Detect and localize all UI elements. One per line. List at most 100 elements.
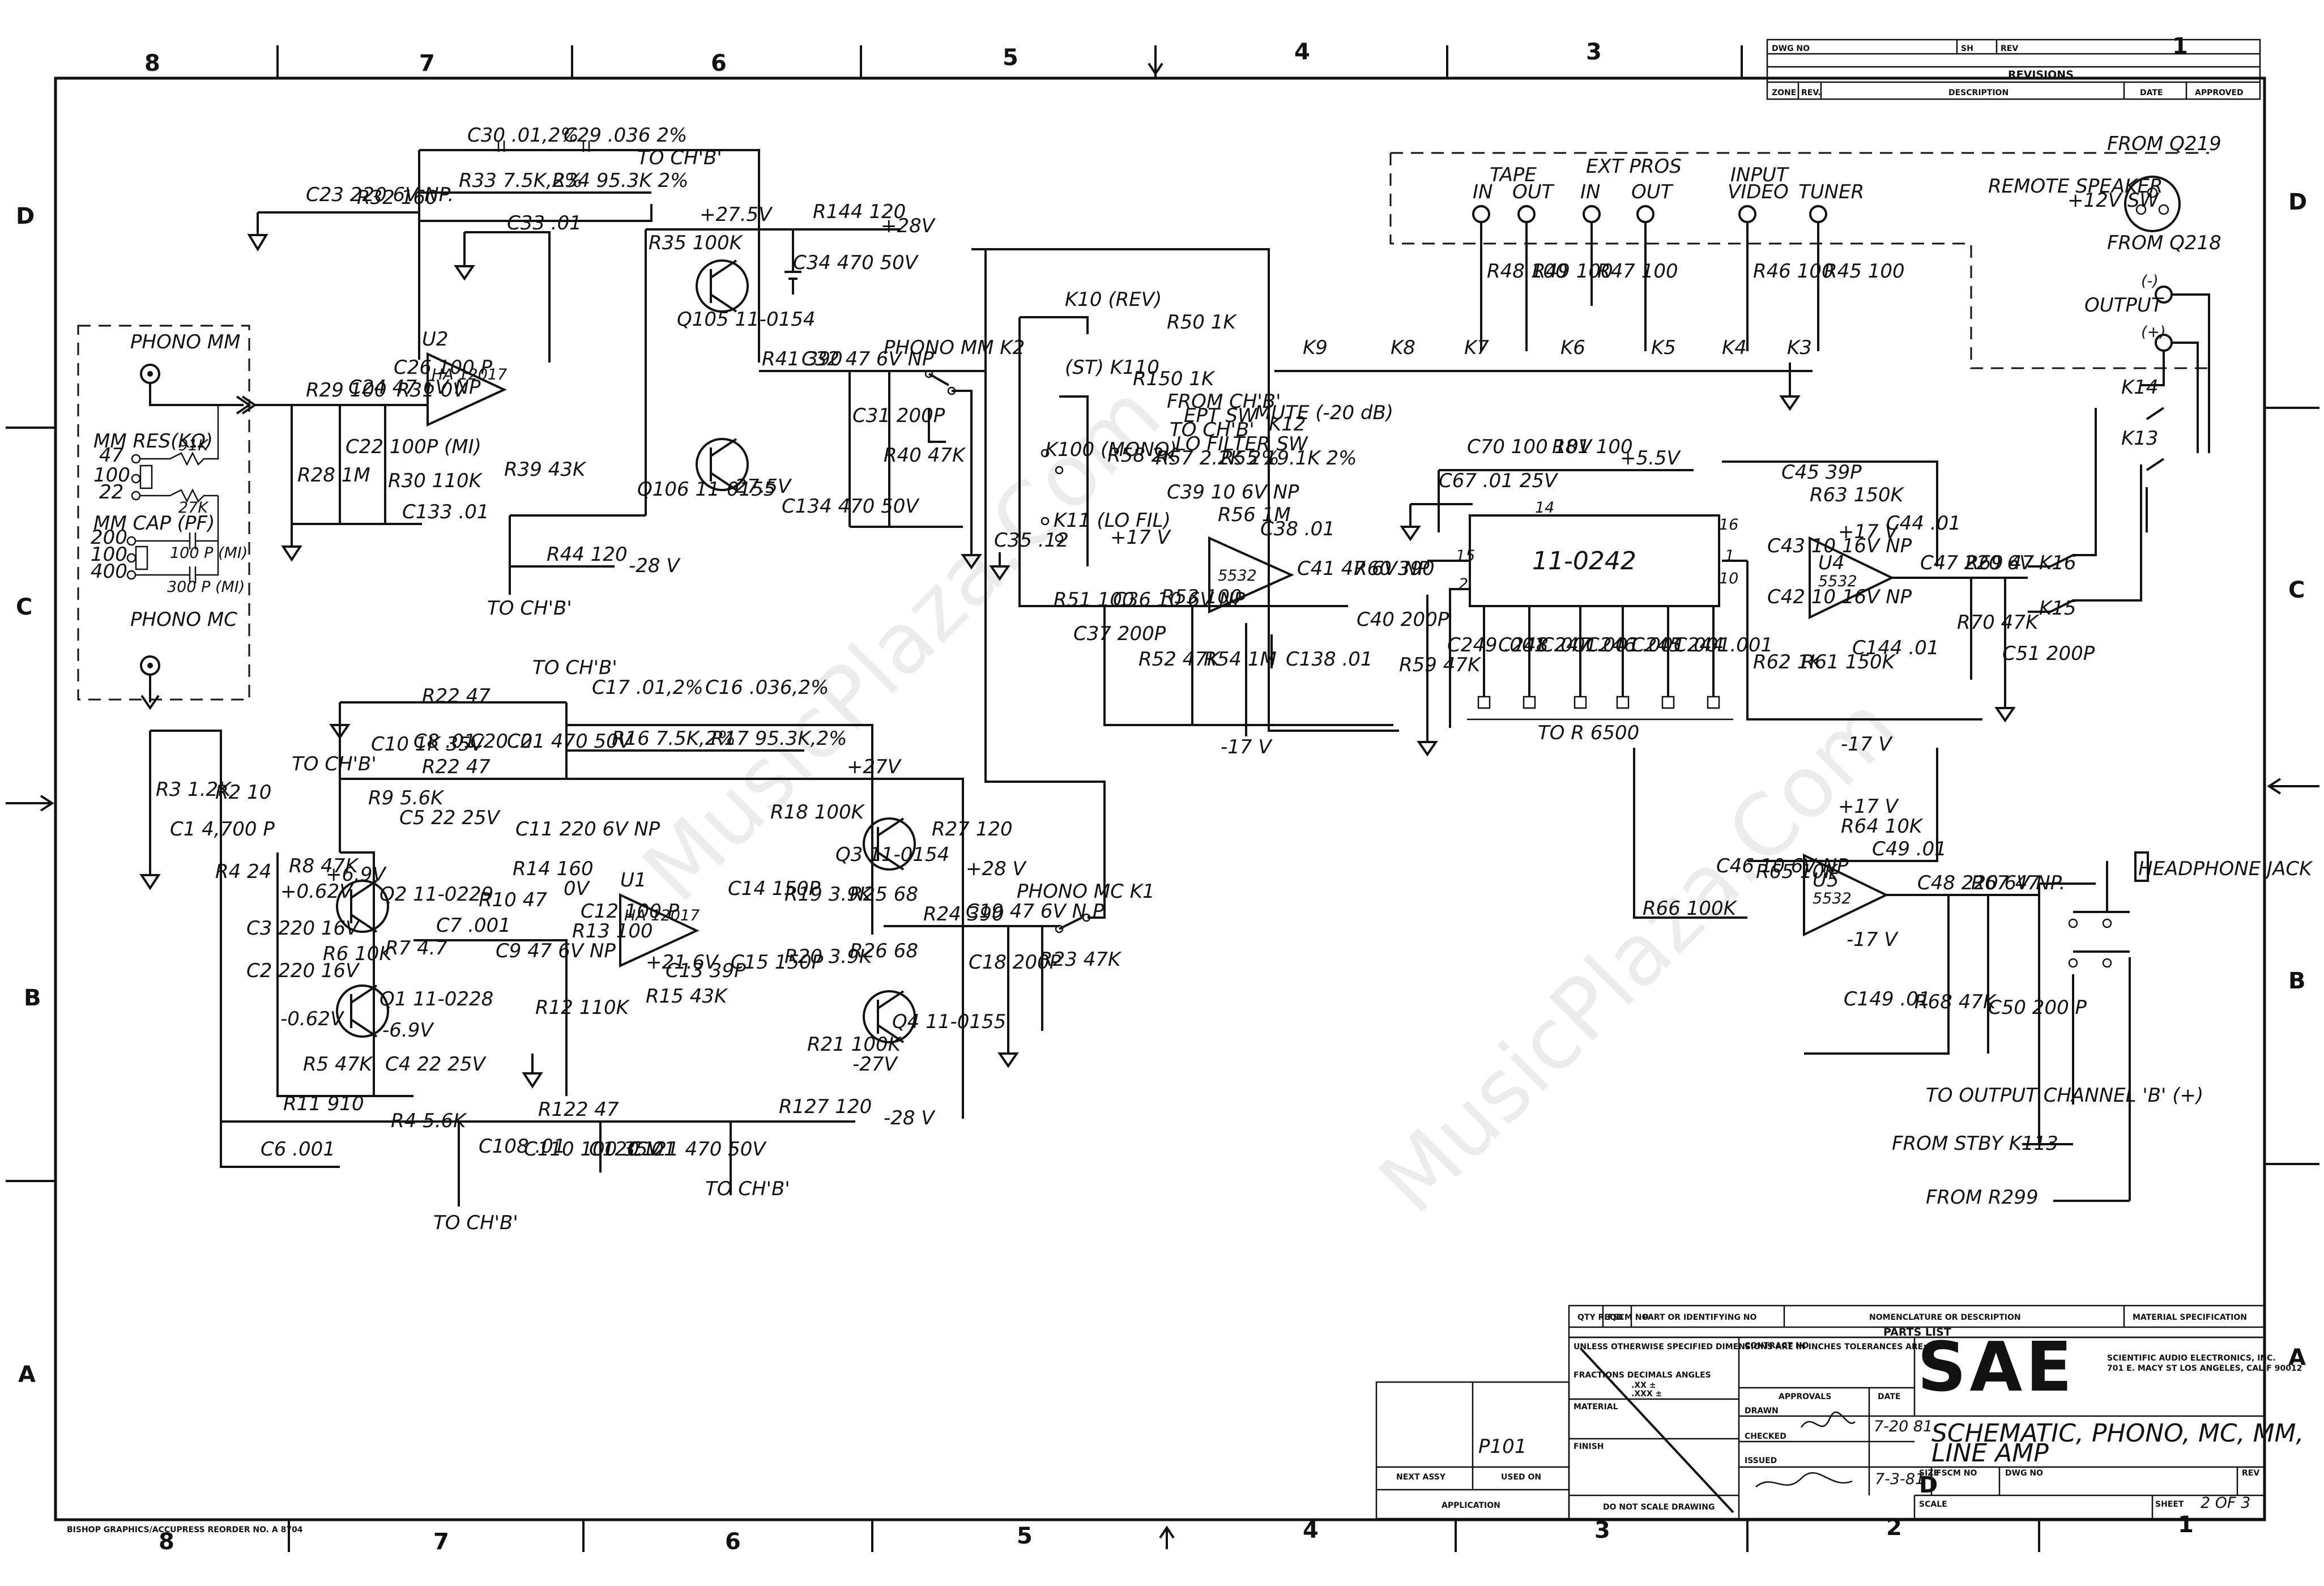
c144: C144 .01: [1852, 637, 1939, 659]
r61: R61 150K: [1801, 651, 1896, 673]
to-ch-b-mc4: TO CH'B': [433, 1212, 518, 1234]
c44: C44 .01: [1886, 512, 1961, 535]
c149: C149 .01: [1844, 988, 1931, 1011]
tb-used-on: USED ON: [1501, 1473, 1541, 1482]
tb-parts-list: PARTS LIST: [1883, 1326, 1951, 1338]
r14: R14 160: [513, 858, 594, 880]
r67: R67 47: [1971, 872, 2040, 894]
r144: R144 120: [813, 201, 906, 223]
c16: C16 .036,2%: [705, 676, 829, 699]
r53: R53 100: [1161, 586, 1242, 608]
u1: U1: [620, 869, 647, 892]
plus-17v-u4: +17 V: [1838, 521, 1900, 543]
tb-sheet-label: SHEET: [2155, 1500, 2184, 1509]
input-tuner: TUNER: [1798, 181, 1864, 203]
q105: Q105 11-0154: [677, 308, 816, 331]
c40: C40 200P: [1357, 608, 1449, 631]
c15: C15 150P: [731, 951, 824, 974]
tb-approvals: APPROVALS: [1779, 1392, 1831, 1401]
mm-cap-100: 100: [91, 543, 127, 566]
tape-out: OUT: [1512, 181, 1555, 203]
rev-col-desc: DESCRIPTION: [1948, 88, 2009, 97]
tb-p101: P101: [1478, 1435, 1526, 1458]
r10: R10 47: [479, 889, 547, 911]
u4-part: 5532: [1818, 573, 1857, 590]
tb-issued: ISSUED: [1745, 1456, 1777, 1465]
drawing-border: [54, 76, 2266, 1521]
zone-columns-top: 8 7 6 5 4 3 1: [144, 33, 2188, 78]
output-amp-section: C45 39P R63 150K C43 10 16V NP C42 10 16…: [1633, 408, 2313, 1209]
ic-pin1: 1: [1725, 547, 1734, 565]
v-062p: +0.62V: [280, 880, 354, 903]
c39: C39 10 6V NP: [1167, 481, 1299, 504]
c37: C37 200P: [1073, 623, 1166, 645]
minus-17v-u4: -17 V: [1841, 733, 1893, 756]
from-q219: FROM Q219: [2107, 133, 2221, 155]
to-ch-b-1: TO CH'B': [487, 597, 572, 620]
drawing-title-1: SCHEMATIC, PHONO, MC, MM,: [1931, 1419, 2304, 1448]
r8: R8 47K: [289, 855, 359, 877]
input-selector-section: TAPE EXT PROS INPUT IN OUT IN OUT VIDEO …: [1274, 133, 2221, 532]
r15: R15 43K: [646, 985, 728, 1008]
tb-do-not-scale: DO NOT SCALE DRAWING: [1603, 1503, 1715, 1512]
r52: R52 47K: [1138, 648, 1221, 671]
line-opamp-part: 5532: [1218, 567, 1257, 585]
tb-xxx: .XXX ±: [1631, 1389, 1662, 1399]
center-arrow-bottom: [1159, 1525, 1175, 1549]
c246: C246 .001: [1586, 634, 1685, 656]
c41: C41 47 6V NP: [1297, 557, 1430, 580]
r68: R68 47K: [1914, 991, 1997, 1013]
r33: R33 7.5K,2%: [459, 169, 583, 192]
center-arrow-right: [2267, 778, 2319, 795]
r48: R48 100: [1487, 260, 1568, 283]
tb-drawn-date: 7-20 81: [1874, 1418, 1933, 1435]
to-ch-b-k12: TO CH'B': [1170, 419, 1255, 441]
r21: R21 100K: [807, 1033, 902, 1056]
ic-pin14: 14: [1535, 499, 1554, 517]
from-ch-b: FROM CH'B': [1167, 390, 1281, 413]
plus-12v-sw: +12V SW: [2067, 189, 2159, 212]
minus-17v-u5: -17 V: [1847, 928, 1899, 951]
tb-fractions: FRACTIONS DECIMALS ANGLES: [1574, 1371, 1711, 1380]
r46: R46 100: [1753, 260, 1834, 283]
r23: R23 47K: [1039, 948, 1122, 971]
zone-row-d: D: [16, 203, 35, 229]
r16: R16 7.5K,2%: [612, 727, 736, 750]
zone-col-1-b: 1: [2178, 1512, 2194, 1538]
zone-columns-bottom: 8 7 6 5 4 3 2 1: [159, 1512, 2194, 1555]
zone-col-7: 7: [419, 50, 435, 76]
ic-pin2: 2: [1459, 575, 1468, 593]
plus-17v-u5: +17 V: [1838, 795, 1900, 818]
plus-27-5v: +27.5V: [700, 203, 773, 226]
ic-pin16: 16: [1719, 516, 1738, 534]
r70: R70 47K: [1957, 611, 2040, 634]
tape-label: TAPE: [1490, 164, 1537, 186]
input-label: INPUT: [1730, 164, 1789, 186]
r-27k: 27K: [178, 499, 209, 517]
jack-tuner: [1809, 205, 1827, 223]
q4-symbol: [863, 990, 916, 1043]
rev-col-approved: APPROVED: [2195, 88, 2244, 97]
c70: C70 100 10V: [1467, 436, 1593, 458]
mm-res-47: 47: [99, 444, 124, 467]
out-minus: (-): [2141, 272, 2159, 290]
input-video: VIDEO: [1728, 181, 1789, 203]
tb-part: PART OR IDENTIFYING NO: [1643, 1313, 1757, 1322]
q106-symbol: [696, 438, 749, 491]
q1-symbol: [336, 984, 389, 1038]
from-q218: FROM Q218: [2107, 232, 2221, 254]
r32: R32 160: [357, 186, 438, 209]
k11: K11 (LO FIL): [1054, 509, 1171, 532]
v-69: +6.9V: [326, 863, 387, 886]
ic-pin10: 10: [1719, 570, 1738, 587]
k8: K8: [1391, 336, 1415, 359]
u5-part: 5532: [1813, 890, 1852, 907]
tb-rev: REV: [2242, 1469, 2259, 1478]
rev-col-zone: ZONE: [1772, 88, 1796, 97]
to-output-b: TO OUTPUT CHANNEL 'B' (+): [1926, 1084, 2203, 1107]
r26: R26 68: [850, 940, 918, 962]
ext-out: OUT: [1631, 181, 1674, 203]
rev-rev: REV: [2001, 44, 2018, 53]
ext-in: IN: [1580, 181, 1600, 203]
zone-col-8-b: 8: [159, 1529, 174, 1555]
